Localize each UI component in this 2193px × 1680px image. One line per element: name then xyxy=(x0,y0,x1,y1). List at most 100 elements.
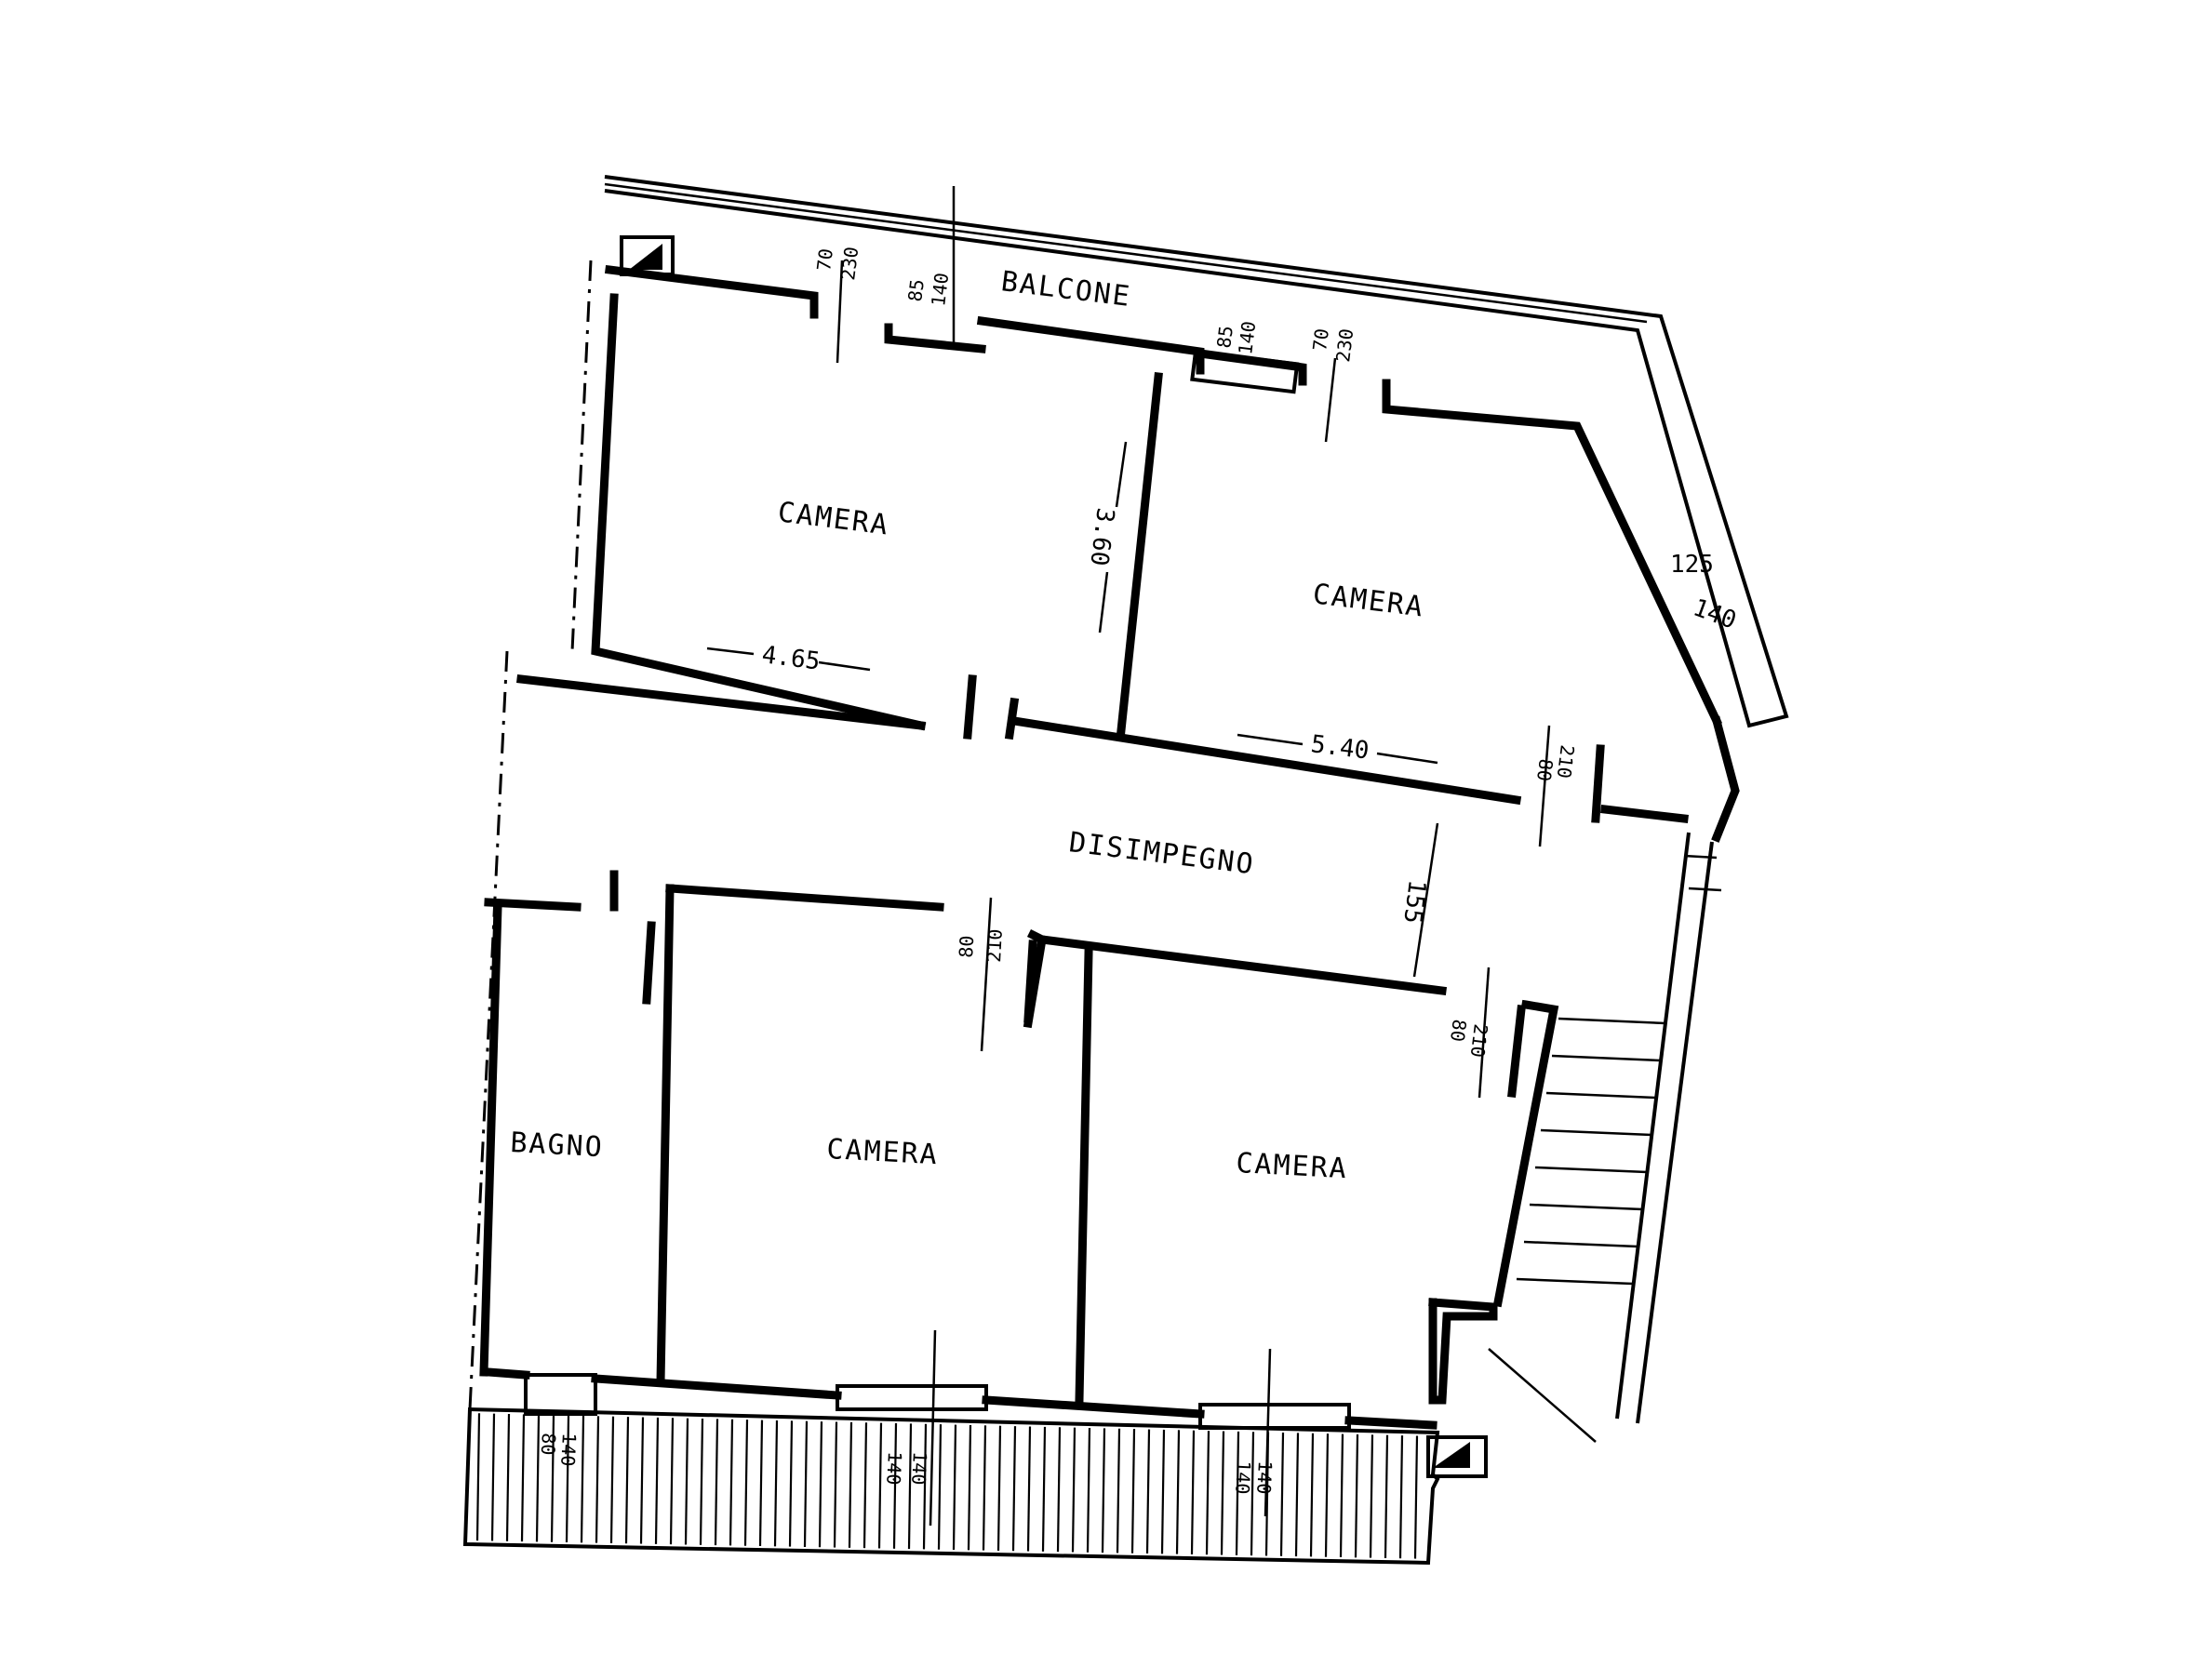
hatch-line xyxy=(490,1413,496,1541)
hatch-line xyxy=(1130,1429,1136,1553)
hatch-line xyxy=(714,1419,719,1546)
hatch-line xyxy=(952,1424,957,1551)
hatch-line xyxy=(743,1420,749,1546)
hatch-line xyxy=(1026,1426,1032,1552)
hatch-line xyxy=(1294,1433,1300,1557)
opening-label-window-camera-br-w: 140 xyxy=(1231,1460,1255,1495)
opening-door-bottom-right: 80 210 xyxy=(1446,967,1492,1099)
opening-label-window-bagno-w: 80 xyxy=(537,1433,560,1456)
opening-door-top-left: 70 230 xyxy=(812,246,862,364)
dim-label-width-top-right: 5.40 xyxy=(1309,730,1371,765)
hatch-line xyxy=(1145,1429,1151,1554)
opening-window-camera-br: 140 140 xyxy=(1198,1348,1351,1517)
hatch-line xyxy=(595,1416,600,1543)
interior-walls xyxy=(479,293,1689,1430)
hatch-line xyxy=(1190,1430,1196,1554)
hatch-line xyxy=(982,1425,987,1551)
hatch-line xyxy=(1369,1434,1374,1558)
dim-label-window-angled-w: 125 xyxy=(1670,551,1714,579)
hatch-line xyxy=(520,1414,526,1542)
balcony-top-rail xyxy=(604,175,1789,728)
hatch-line xyxy=(862,1422,868,1549)
room-label-camera-bottom-left: CAMERA xyxy=(826,1133,940,1171)
opening-label-door-top-right-w: 70 xyxy=(1308,327,1333,353)
room-label-camera-bottom-right: CAMERA xyxy=(1236,1147,1349,1185)
dim-label-width-top-left: 4.65 xyxy=(760,641,822,675)
hatch-line xyxy=(922,1423,928,1550)
hatch-line xyxy=(818,1421,823,1548)
opening-label-window-camera-bl-h: 140 xyxy=(907,1451,931,1486)
hatch-line xyxy=(1220,1431,1225,1555)
hatch-line xyxy=(937,1424,943,1550)
room-label-disimpegno: DISIMPEGNO xyxy=(1067,826,1256,881)
opening-label-door-corridor-east-h: 210 xyxy=(1553,743,1579,780)
hatch-line xyxy=(892,1422,898,1549)
hatch-line xyxy=(1175,1430,1181,1554)
hatch-line xyxy=(1041,1426,1047,1552)
opening-label-door-corridor-east-w: 80 xyxy=(1532,757,1558,782)
flue-bottom-right xyxy=(1426,1435,1488,1478)
hatch-line xyxy=(773,1420,779,1547)
staircase xyxy=(1488,1017,1666,1443)
hatch-line xyxy=(505,1413,511,1541)
hatch-line xyxy=(654,1417,660,1544)
hatch-line xyxy=(565,1415,570,1543)
hatch-line xyxy=(1011,1426,1017,1552)
hatch-line xyxy=(833,1421,838,1548)
opening-label-window-top-left-w: 85 xyxy=(903,278,929,303)
opening-label-door-top-left-h: 230 xyxy=(836,246,862,282)
opening-door-corridor-east: 80 210 xyxy=(1532,725,1579,847)
hatch-line xyxy=(639,1417,645,1544)
hatch-line xyxy=(684,1418,689,1545)
opening-window-bagno: 80 140 xyxy=(524,1373,597,1467)
opening-label-window-camera-br-h: 140 xyxy=(1252,1460,1277,1495)
opening-door-bottom-left: 80 210 xyxy=(955,897,1007,1052)
hatch-line xyxy=(1071,1427,1076,1553)
opening-label-window-top-mid-w: 85 xyxy=(1212,325,1237,350)
hatch-line xyxy=(1086,1427,1091,1553)
dim-corridor-width: 155 xyxy=(1397,822,1439,978)
hatch-line xyxy=(1279,1432,1285,1556)
dim-height-top-left: 3.60 xyxy=(1084,441,1128,633)
opening-label-door-bottom-left-w: 80 xyxy=(955,935,978,958)
opening-door-top-right: 70 230 xyxy=(1308,327,1357,443)
hatch-line xyxy=(1101,1428,1106,1553)
dim-width-top-left: 4.65 xyxy=(706,641,871,676)
opening-window-top-left: 85 140 xyxy=(903,186,956,344)
opening-label-door-top-left-w: 70 xyxy=(812,247,837,273)
hatch-line xyxy=(1384,1434,1389,1558)
hatch-line xyxy=(729,1419,734,1546)
opening-label-window-camera-bl-w: 140 xyxy=(882,1451,906,1486)
opening-label-door-bottom-right-w: 80 xyxy=(1446,1018,1471,1043)
opening-label-window-bagno-h: 140 xyxy=(556,1433,581,1467)
hatch-line xyxy=(1398,1435,1404,1559)
hatch-line xyxy=(1056,1427,1062,1553)
hatch-line xyxy=(550,1415,555,1542)
dim-window-angled: 125 140 xyxy=(1670,551,1740,635)
dim-label-height-top-left: 3.60 xyxy=(1084,506,1118,567)
hatch-line xyxy=(848,1421,853,1548)
opening-label-window-top-left-h: 140 xyxy=(927,272,953,308)
opening-label-window-top-mid-h: 140 xyxy=(1234,320,1260,356)
hatch-line xyxy=(877,1422,883,1549)
door-ticks xyxy=(609,674,1722,1098)
hatch-line xyxy=(1413,1435,1419,1559)
opening-label-door-bottom-left-h: 210 xyxy=(983,928,1007,963)
room-label-balcone: BALCONE xyxy=(999,265,1133,313)
hatch-line xyxy=(907,1423,913,1550)
hatch-line xyxy=(580,1415,585,1543)
hatch-line xyxy=(788,1420,794,1547)
hatch-line xyxy=(624,1417,630,1544)
opening-label-door-bottom-right-h: 210 xyxy=(1466,1022,1492,1059)
hatch-line xyxy=(609,1416,615,1543)
hatch-line xyxy=(475,1413,481,1541)
hatch-line xyxy=(1205,1431,1210,1555)
opening-label-door-top-right-h: 230 xyxy=(1331,327,1357,364)
hatch-line xyxy=(803,1420,809,1547)
opening-window-camera-bl: 140 140 xyxy=(836,1329,988,1527)
hatch-line xyxy=(1235,1431,1240,1555)
hatch-line xyxy=(967,1424,972,1551)
hatch-line xyxy=(1309,1433,1315,1557)
opening-window-top-mid: 85 140 xyxy=(1190,320,1300,394)
